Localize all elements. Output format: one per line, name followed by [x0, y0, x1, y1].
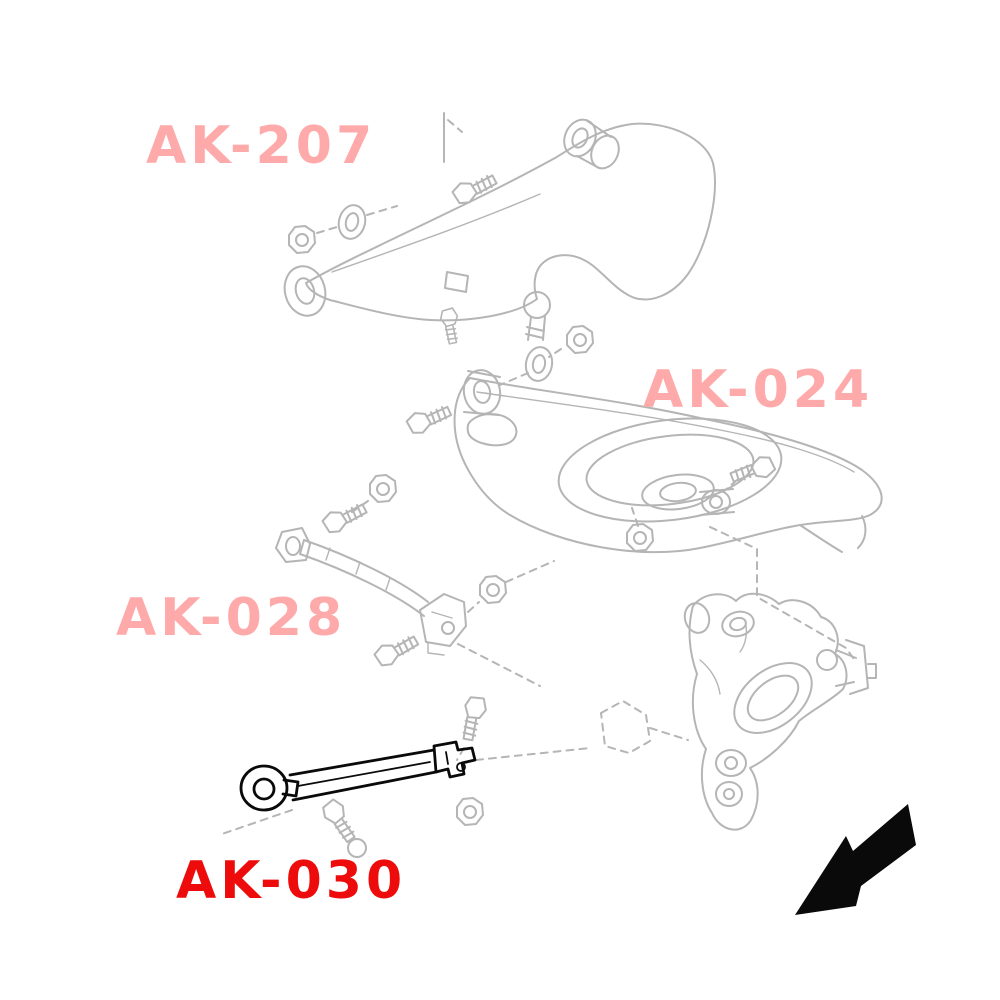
- lateral-link-drawing: [239, 740, 477, 812]
- knuckle-drawing: [600, 592, 857, 831]
- pointer-arrow-icon: [795, 804, 916, 915]
- upper-arm-nut-washer-drawing: [499, 325, 594, 386]
- part-label-ak028: AK-028: [116, 588, 347, 648]
- upper-control-arm-drawing: [283, 112, 716, 341]
- lower-control-arm-drawing: [403, 306, 883, 695]
- part-label-ak030: AK-030: [176, 851, 407, 911]
- toe-link-drawing: [275, 474, 555, 687]
- part-label-ak207: AK-207: [146, 116, 377, 176]
- part-label-ak024: AK-024: [643, 360, 874, 420]
- lateral-link-hardware-drawing: [221, 694, 591, 858]
